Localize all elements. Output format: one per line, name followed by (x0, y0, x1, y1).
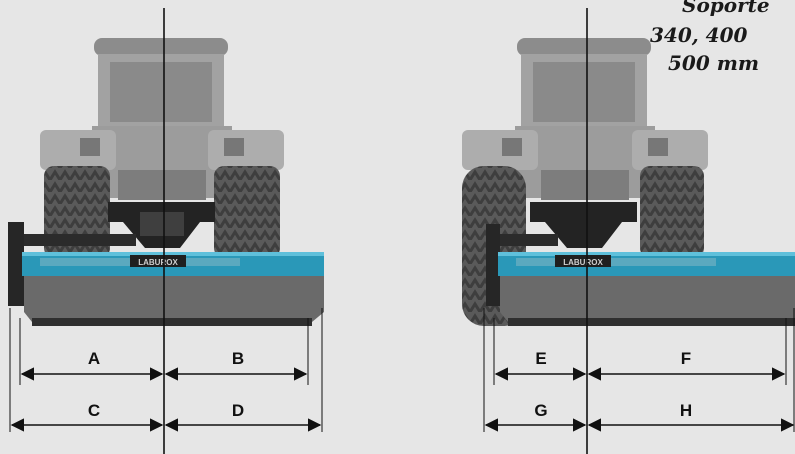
dimension-f-label: F (681, 349, 691, 368)
left-unit: LABUROX A B C D (8, 8, 324, 454)
support-note: Soporte 340, 400 500 mm (650, 0, 770, 75)
dimension-g-label: G (534, 401, 547, 420)
dimension-d-label: D (232, 401, 244, 420)
left-brand-label: LABUROX (138, 258, 178, 267)
right-brand-label: LABUROX (563, 258, 603, 267)
right-mulcher: LABUROX (486, 202, 795, 326)
note-line-2: 340, 400 (650, 23, 748, 47)
dimension-a-label: A (88, 349, 100, 368)
note-line-3: 500 mm (668, 51, 759, 75)
dimension-b-label: B (232, 349, 244, 368)
left-tractor (40, 38, 284, 258)
dimension-c-label: C (88, 401, 100, 420)
right-unit: LABUROX E F G H (462, 8, 795, 454)
note-line-1: Soporte (682, 0, 770, 17)
left-mulcher: LABUROX (8, 202, 324, 326)
dimension-e-label: E (535, 349, 546, 368)
dimension-h-label: H (680, 401, 692, 420)
